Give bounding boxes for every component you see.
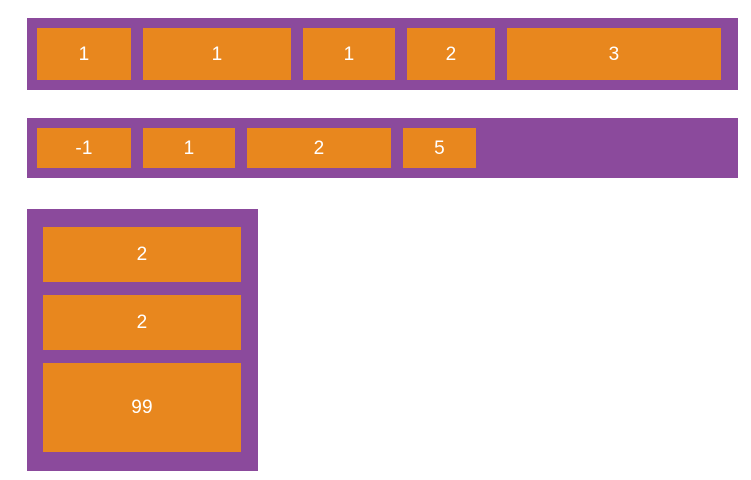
array-cell-value: -1 <box>75 137 93 159</box>
array-cell-value: 1 <box>183 137 195 159</box>
array-cell-value: 2 <box>313 137 325 159</box>
array-cell-value: 2 <box>136 312 148 333</box>
array-group-column-3: 2 2 99 <box>27 209 258 471</box>
array-cell: 99 <box>43 363 241 452</box>
array-cell-value: 3 <box>608 43 620 65</box>
array-cell-value: 2 <box>445 43 457 65</box>
array-cell-value: 1 <box>211 43 223 65</box>
array-cell: 5 <box>403 128 476 168</box>
array-cell: 2 <box>43 227 241 282</box>
array-cell: 2 <box>407 28 495 80</box>
array-cell: 2 <box>247 128 391 168</box>
array-cell: 1 <box>143 128 235 168</box>
array-cell: 2 <box>43 295 241 350</box>
array-cell-value: 1 <box>78 43 90 65</box>
array-cell-value: 1 <box>343 43 355 65</box>
array-cell: 3 <box>507 28 721 80</box>
array-cell: 1 <box>37 28 131 80</box>
array-cell-value: 2 <box>136 244 148 265</box>
array-cell: 1 <box>303 28 395 80</box>
array-cell: 1 <box>143 28 291 80</box>
array-group-row-2: -1 1 2 5 <box>27 118 738 178</box>
array-cell-value: 99 <box>131 397 153 418</box>
array-cell: -1 <box>37 128 131 168</box>
array-cell-value: 5 <box>434 137 445 159</box>
array-group-row-1: 1 1 1 2 3 <box>27 18 738 90</box>
